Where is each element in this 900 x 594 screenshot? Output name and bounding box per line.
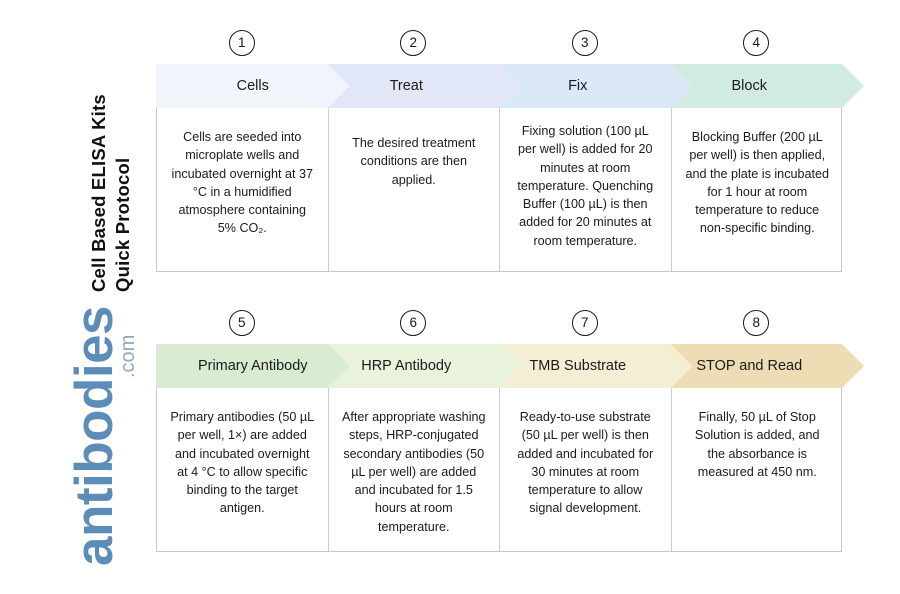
step-chevron-7[interactable]: TMB Substrate bbox=[477, 344, 693, 388]
step-description-7: Ready-to-use substrate (50 µL per well) … bbox=[500, 388, 672, 551]
step-chevron-label-6: HRP Antibody bbox=[361, 358, 452, 374]
flow-row-1: 1 2 3 4 Cells Treat Fix Block Cells are seeded… bbox=[156, 30, 842, 272]
step-chevron-label-2: Treat bbox=[389, 78, 423, 94]
step-description-6: After appropriate washing steps, HRP-con… bbox=[329, 388, 500, 551]
step-chevron-label-7: TMB Substrate bbox=[529, 358, 627, 374]
step-description-2: The desired treatment conditions are the… bbox=[329, 108, 500, 271]
brand-logo-antibodies: antibodies bbox=[65, 305, 124, 566]
step-number-badge-5: 5 bbox=[228, 310, 255, 336]
step-number-badges-row-1: 1 2 3 4 bbox=[156, 30, 842, 64]
step-chevrons-row-2: Primary Antibody HRP Antibody TMB Substrat… bbox=[156, 344, 842, 388]
step-chevron-label-4: Block bbox=[731, 78, 767, 94]
page-title-line-1: Cell Based ELISA Kits bbox=[88, 94, 109, 292]
step-chevron-label-1: Cells bbox=[236, 78, 269, 94]
step-number-badge-4: 4 bbox=[743, 30, 770, 56]
step-description-5: Primary antibodies (50 µL per well, 1×) … bbox=[157, 388, 329, 551]
page-title-line-2: Quick Protocol bbox=[112, 157, 133, 292]
step-chevron-label-5: Primary Antibody bbox=[197, 358, 308, 374]
step-chevron-5[interactable]: Primary Antibody bbox=[156, 344, 350, 388]
brand-logo-tld: .com bbox=[117, 334, 139, 378]
step-chevron-1[interactable]: Cells bbox=[156, 64, 350, 108]
step-chevrons-row-1: Cells Treat Fix Block bbox=[156, 64, 842, 108]
step-chevron-label-3: Fix bbox=[568, 78, 588, 94]
step-description-3: Fixing solution (100 µL per well) is add… bbox=[500, 108, 672, 271]
step-number-badge-2: 2 bbox=[400, 30, 427, 56]
step-description-4: Blocking Buffer (200 µL per well) is the… bbox=[685, 130, 830, 236]
step-number-badge-8: 8 bbox=[743, 310, 770, 336]
flow-row-2: 5 6 7 8 Primary Antibody HRP Antibody TMB Sub… bbox=[156, 310, 842, 552]
step-description-1: Cells are seeded into microplate wells a… bbox=[157, 108, 329, 271]
step-chevron-label-8: STOP and Read bbox=[696, 358, 803, 374]
step-number-badge-3: 3 bbox=[571, 30, 598, 56]
step-number-badge-7: 7 bbox=[571, 310, 598, 336]
step-number-badge-1: 1 bbox=[228, 30, 255, 56]
step-descriptions-row-2: Primary antibodies (50 µL per well, 1×) … bbox=[156, 388, 842, 552]
step-number-badges-row-2: 5 6 7 8 bbox=[156, 310, 842, 344]
step-description-8: Finally, 50 µL of Stop Solution is added… bbox=[694, 410, 820, 479]
step-number-badge-6: 6 bbox=[400, 310, 427, 336]
step-descriptions-row-1: Cells are seeded into microplate wells a… bbox=[156, 108, 842, 272]
